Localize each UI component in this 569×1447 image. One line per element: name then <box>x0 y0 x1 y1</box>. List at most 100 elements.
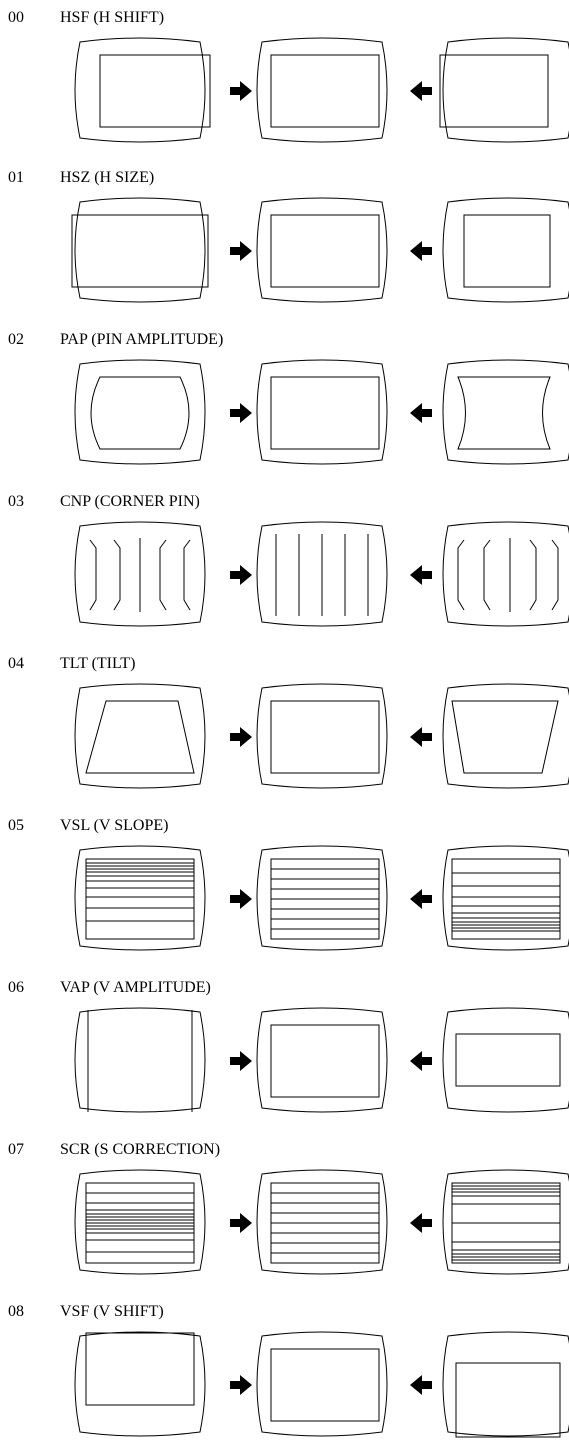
screen-frame-target <box>256 1169 388 1275</box>
arrow-left-icon <box>410 727 432 747</box>
arrow-right-icon <box>230 727 252 747</box>
section-code: 03 <box>8 493 24 510</box>
scan-lines-target <box>271 868 379 930</box>
vertical-line <box>457 539 465 611</box>
section-title: SCR (S CORRECTION) <box>60 1141 221 1158</box>
vertical-line <box>113 539 121 611</box>
screen-frame-before <box>74 521 206 627</box>
screen-frame-target <box>256 37 388 143</box>
arrow-left-icon <box>410 81 432 101</box>
section-title: VSF (V SHIFT) <box>60 1303 164 1320</box>
arrow-right-icon <box>230 1051 252 1071</box>
screen-frame-after <box>442 683 569 789</box>
raster-before <box>85 858 195 940</box>
arrow-left-icon <box>410 403 432 423</box>
raster-target <box>270 214 380 288</box>
raster-after <box>455 1362 561 1438</box>
section-code: 08 <box>8 1303 24 1320</box>
screen-frame-target <box>256 359 388 465</box>
raster-before <box>85 1332 195 1406</box>
raster-target <box>270 1024 380 1098</box>
raster-after <box>455 1033 561 1087</box>
section-code: 05 <box>8 817 24 834</box>
arrow-right-icon <box>230 1213 252 1233</box>
screen-frame-after <box>442 521 569 627</box>
section-vsl: 05 VSL (V SLOPE) <box>0 816 569 976</box>
screen-frame-before <box>74 1169 206 1275</box>
raster-before <box>99 54 211 128</box>
vertical-line <box>551 539 559 611</box>
section-hsz: 01 HSZ (H SIZE) <box>0 168 569 328</box>
arrow-right-icon <box>230 565 252 585</box>
vsl-diagram <box>74 845 569 951</box>
raster-target <box>270 376 380 450</box>
arrow-right-icon <box>230 241 252 261</box>
screen-frame-before <box>74 359 206 465</box>
section-vsf: 08 VSF (V SHIFT) <box>0 1302 569 1447</box>
screen-frame-after <box>442 37 569 143</box>
arrow-left-icon <box>410 889 432 909</box>
screen-frame-before <box>74 1331 206 1437</box>
section-pap: 02 PAP (PIN AMPLITUDE) <box>0 330 569 490</box>
raster-target <box>270 54 380 128</box>
section-title: VSL (V SLOPE) <box>60 817 169 834</box>
vap-diagram <box>74 1007 569 1113</box>
scan-lines-before <box>86 1192 194 1253</box>
screen-frame-after <box>442 1331 569 1437</box>
screen-frame-target <box>256 845 388 951</box>
screen-frame-target <box>256 521 388 627</box>
section-code: 06 <box>8 979 24 996</box>
vertical-line <box>183 539 191 611</box>
section-title: TLT (TILT) <box>60 655 136 672</box>
scr-diagram <box>74 1169 569 1275</box>
screen-frame-target <box>256 197 388 303</box>
screen-frame-before <box>74 37 206 143</box>
screen-frame-target <box>256 683 388 789</box>
section-code: 01 <box>8 169 24 186</box>
pap-diagram <box>74 359 569 465</box>
arrow-right-icon <box>230 889 252 909</box>
raster-after <box>457 376 551 450</box>
arrow-left-icon <box>410 1375 432 1395</box>
raster-after <box>439 54 549 128</box>
scan-lines-target <box>271 1192 379 1254</box>
scan-lines-after <box>452 872 560 932</box>
raster-before <box>85 700 195 774</box>
section-hsf: 00 HSF (H SHIFT) <box>0 8 569 168</box>
scan-lines-after <box>452 1185 560 1261</box>
screen-frame-before <box>74 845 206 951</box>
arrow-left-icon <box>410 565 432 585</box>
raster-after <box>451 700 559 774</box>
section-cnp: 03 CNP (CORNER PIN) <box>0 492 569 652</box>
section-title: HSF (H SHIFT) <box>60 9 165 26</box>
cnp-diagram <box>74 521 569 627</box>
screen-frame-before <box>74 683 206 789</box>
section-title: VAP (V AMPLITUDE) <box>60 979 211 996</box>
tlt-diagram <box>74 683 569 789</box>
section-vap: 06 VAP (V AMPLITUDE) <box>0 978 569 1138</box>
scan-lines-before <box>86 862 194 922</box>
hsf-diagram <box>74 37 569 143</box>
section-code: 04 <box>8 655 24 672</box>
arrow-left-icon <box>410 1213 432 1233</box>
arrow-left-icon <box>410 1051 432 1071</box>
vertical-line <box>529 539 537 611</box>
screen-frame-after <box>442 197 569 303</box>
arrow-right-icon <box>230 403 252 423</box>
raster-target <box>270 700 380 774</box>
arrow-right-icon <box>230 81 252 101</box>
section-code: 07 <box>8 1141 24 1158</box>
vertical-line <box>483 539 491 611</box>
screen-frame-after <box>442 359 569 465</box>
raster-after <box>463 214 551 288</box>
screen-frame-after <box>442 1007 569 1113</box>
vertical-line <box>159 539 167 611</box>
section-tlt: 04 TLT (TILT) <box>0 654 569 814</box>
screen-frame-before <box>74 1007 206 1113</box>
section-title: CNP (CORNER PIN) <box>60 493 200 510</box>
arrow-right-icon <box>230 1375 252 1395</box>
raster-target <box>270 1348 380 1422</box>
arrow-left-icon <box>410 241 432 261</box>
raster-before <box>90 376 190 450</box>
screen-frame-target <box>256 1331 388 1437</box>
